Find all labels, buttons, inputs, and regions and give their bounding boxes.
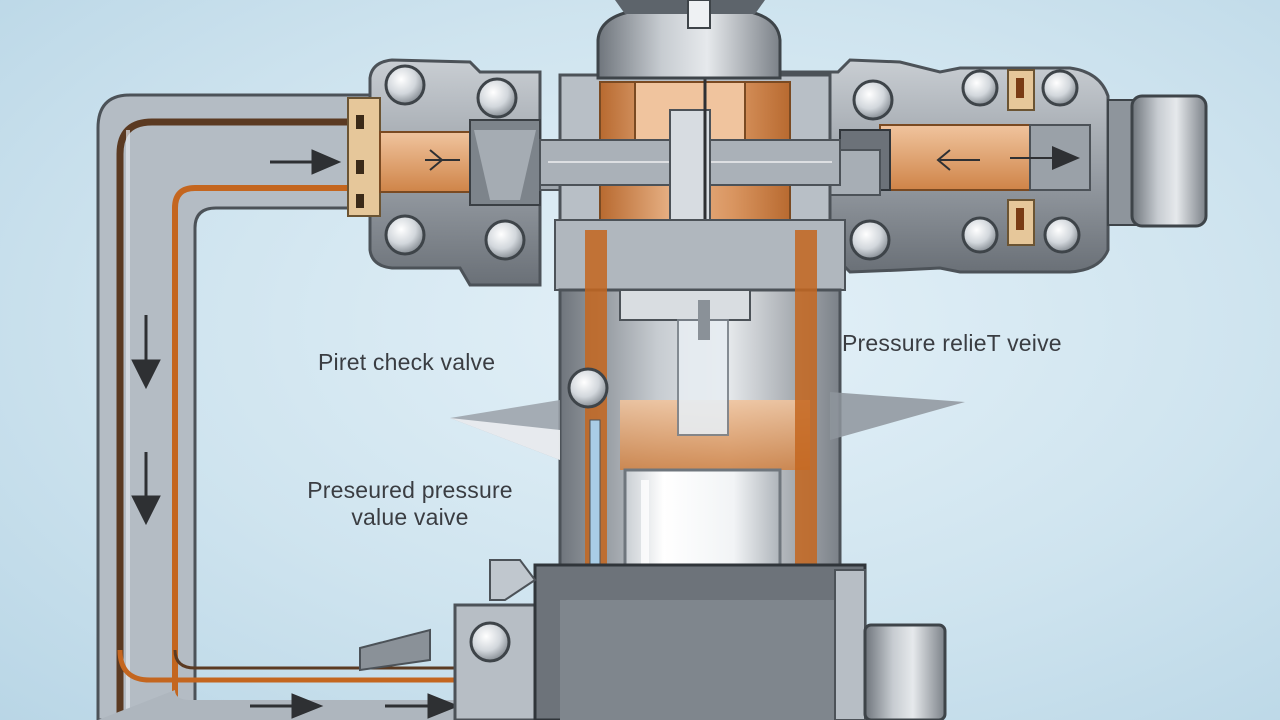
pilot-check-valve-label: Piret check valve [318, 349, 496, 375]
bolt [469, 621, 511, 663]
arrow-down-upper-head [131, 359, 161, 390]
pressured-label-line-2: value vaive [351, 504, 469, 530]
bolt [1041, 69, 1079, 107]
outlet-nozzle [1107, 94, 1208, 228]
pressure-relief-valve-label: Pressure relieT veive [842, 330, 1062, 356]
bolt [567, 367, 609, 409]
arrow-right-outlet-head [1052, 146, 1080, 170]
bolt [384, 64, 426, 106]
bolt [384, 214, 426, 256]
bolt [961, 216, 999, 254]
bottom-base [359, 559, 947, 720]
bolt [476, 77, 518, 119]
arrow-right-bottom-2-head [427, 693, 460, 719]
bolt [1043, 216, 1081, 254]
bolt [961, 69, 999, 107]
arrow-right-bottom-1-head [291, 693, 324, 719]
arrow-right-inlet-head [311, 149, 342, 175]
flow-arrows [131, 149, 460, 719]
right-flange [739, 58, 1110, 274]
top-bonnet [596, 0, 782, 80]
bolt [852, 79, 894, 121]
pressured-pressure-valve-label: Preseured pressure value vaive [290, 477, 530, 531]
bolts [384, 64, 1081, 663]
bolt [484, 219, 526, 261]
pressured-label-line-1: Preseured pressure [307, 477, 513, 503]
pressure-disc [450, 392, 965, 460]
arrow-down-lower-head [131, 495, 161, 526]
return-pipe [96, 93, 372, 720]
bolt [849, 219, 891, 261]
